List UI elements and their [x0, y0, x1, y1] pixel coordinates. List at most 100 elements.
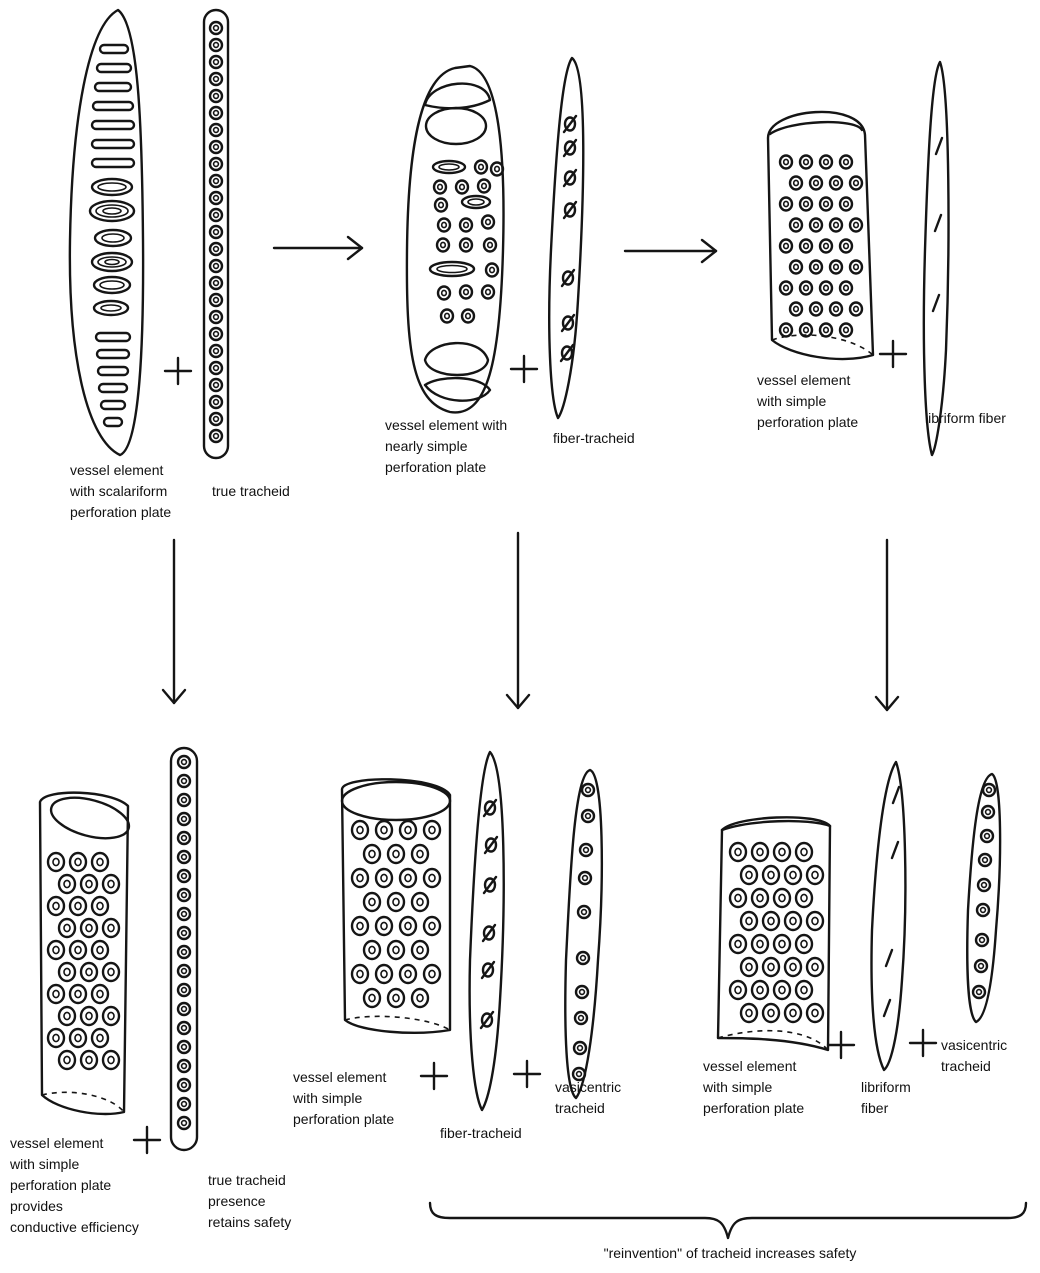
pit — [178, 1022, 190, 1034]
pit — [840, 240, 852, 253]
pit — [81, 919, 97, 937]
pit — [850, 219, 862, 232]
pit — [807, 866, 823, 884]
pit — [70, 985, 86, 1003]
pit — [376, 869, 392, 887]
pit — [400, 965, 416, 983]
pit — [70, 1029, 86, 1047]
libriform-fiber — [924, 62, 949, 455]
label-vasicentric-tracheid: vasicentric tracheid — [941, 1035, 1007, 1077]
pit — [210, 362, 222, 374]
pit — [210, 294, 222, 306]
pit — [780, 156, 792, 169]
pit — [48, 853, 64, 871]
pit — [92, 853, 108, 871]
pit — [979, 854, 991, 866]
pit — [92, 941, 108, 959]
pit — [575, 1012, 587, 1024]
plus-sign — [910, 1030, 936, 1056]
pit — [977, 904, 989, 916]
pit — [210, 56, 222, 68]
pit — [810, 219, 822, 232]
pit — [400, 917, 416, 935]
pit — [796, 981, 812, 999]
pit — [81, 1051, 97, 1069]
pit — [807, 958, 823, 976]
pit — [103, 875, 119, 893]
label-fiber-tracheid: fiber-tracheid — [440, 1123, 522, 1144]
pit — [830, 219, 842, 232]
pit — [178, 756, 190, 768]
plus-sign — [511, 356, 537, 382]
pit — [92, 1029, 108, 1047]
pit — [820, 156, 832, 169]
label-true-tracheid: true tracheid — [212, 481, 290, 502]
pit — [178, 946, 190, 958]
vessel-element-simple — [768, 112, 873, 359]
pit — [48, 985, 64, 1003]
pit — [210, 39, 222, 51]
pit — [840, 282, 852, 295]
pit — [388, 893, 404, 911]
arrow-down — [163, 540, 185, 703]
pit — [424, 869, 440, 887]
fiber-tracheid — [470, 752, 504, 1110]
pit — [178, 1041, 190, 1053]
pit — [59, 963, 75, 981]
pit — [103, 963, 119, 981]
pit — [210, 90, 222, 102]
pit — [424, 917, 440, 935]
pit — [763, 866, 779, 884]
pit — [579, 872, 591, 884]
pit — [412, 941, 428, 959]
pit — [178, 832, 190, 844]
pit — [810, 177, 822, 190]
libriform-fiber — [872, 762, 906, 1070]
label-fiber-tracheid: fiber-tracheid — [553, 428, 635, 449]
pit — [741, 912, 757, 930]
pit — [210, 141, 222, 153]
true-tracheid — [171, 748, 197, 1150]
pit — [796, 843, 812, 861]
pit — [730, 843, 746, 861]
pit — [741, 958, 757, 976]
vessel-element-simple — [718, 817, 830, 1050]
arrow-down — [876, 540, 898, 710]
pit — [576, 986, 588, 998]
pit — [352, 965, 368, 983]
pit — [103, 1051, 119, 1069]
pit — [774, 889, 790, 907]
pit — [763, 912, 779, 930]
pit — [210, 413, 222, 425]
pit — [364, 989, 380, 1007]
pit — [752, 843, 768, 861]
pit — [796, 889, 812, 907]
label-vessel-simple: vessel element with simple perforation p… — [757, 370, 858, 433]
pit — [81, 963, 97, 981]
pit — [800, 156, 812, 169]
pit — [400, 869, 416, 887]
pit — [178, 908, 190, 920]
plus-sign — [880, 341, 906, 367]
label-vasicentric-tracheid: vasicentric tracheid — [555, 1077, 621, 1119]
pit — [352, 869, 368, 887]
pit — [790, 177, 802, 190]
pit — [210, 243, 222, 255]
pit — [774, 981, 790, 999]
pit — [785, 958, 801, 976]
pit — [820, 240, 832, 253]
pit — [850, 303, 862, 316]
pit — [210, 260, 222, 272]
pit — [178, 1003, 190, 1015]
pit — [210, 209, 222, 221]
label-vessel-simple: vessel element with simple perforation p… — [293, 1067, 394, 1130]
pit — [810, 261, 822, 274]
pit — [983, 784, 995, 796]
pit — [81, 1007, 97, 1025]
vessel-element-nearly-simple — [407, 66, 504, 412]
pit — [840, 324, 852, 337]
label-vessel-simple-efficiency: vessel element with simple perforation p… — [10, 1133, 139, 1238]
pit — [424, 821, 440, 839]
pit — [820, 198, 832, 211]
true-tracheid — [204, 10, 228, 458]
